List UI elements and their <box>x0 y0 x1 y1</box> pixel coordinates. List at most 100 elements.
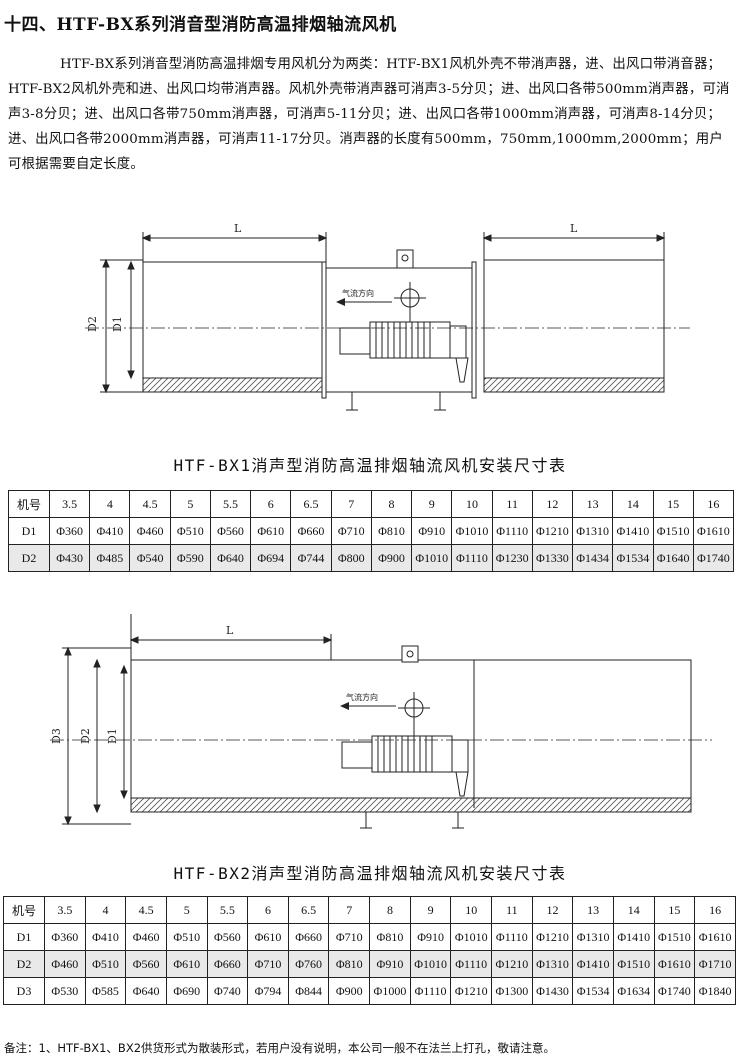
table-cell: Φ900 <box>370 544 413 572</box>
header-cell: 5 <box>165 896 208 924</box>
table-cell: Φ1210 <box>531 923 574 951</box>
intro-paragraph: HTF-BX系列消音型消防高温排烟专用风机分为两类：HTF-BX1风机外壳不带消… <box>8 57 730 172</box>
table-cell: Φ710 <box>328 923 371 951</box>
header-cell: 14 <box>612 490 654 518</box>
table-cell: Φ810 <box>328 950 371 978</box>
table-cell: Φ1534 <box>572 977 614 1005</box>
table-cell: Φ485 <box>89 544 131 572</box>
table-cell: Φ810 <box>369 923 411 951</box>
header-cell: 11 <box>491 490 533 518</box>
header-cell: 10 <box>451 490 493 518</box>
table-cell: Φ694 <box>250 544 292 572</box>
header-cell: 7 <box>330 490 372 518</box>
row-label-cell: D1 <box>3 923 45 951</box>
table-cell: Φ794 <box>247 977 289 1005</box>
table-cell: Φ1310 <box>572 517 614 545</box>
row-label-cell: D3 <box>3 977 45 1005</box>
table-cell: Φ510 <box>84 950 127 978</box>
bx1-drawing: 气流方向 L L D2 D1 <box>85 222 690 411</box>
table-cell: Φ585 <box>84 977 127 1005</box>
header-cell: 13 <box>572 896 614 924</box>
table-cell: Φ1110 <box>491 923 533 951</box>
header-cell: 15 <box>653 896 696 924</box>
bx1-dim-l-left: L <box>234 222 242 235</box>
table-cell: Φ560 <box>125 950 167 978</box>
table-cell: Φ1610 <box>692 517 735 545</box>
table-cell: Φ1510 <box>612 950 655 978</box>
table-cell: Φ660 <box>206 950 249 978</box>
table-cell: Φ1210 <box>491 950 533 978</box>
table-cell: Φ910 <box>411 517 453 545</box>
table-cell: Φ1300 <box>491 977 533 1005</box>
table-cell: Φ1210 <box>531 517 574 545</box>
table1-caption: HTF-BX1消声型消防高温排烟轴流风机安装尺寸表 <box>173 456 567 475</box>
table-cell: Φ760 <box>287 950 330 978</box>
table-cell: Φ1510 <box>652 517 694 545</box>
table-cell: Φ1634 <box>612 977 655 1005</box>
table-cell: Φ1330 <box>531 544 574 572</box>
table-cell: Φ410 <box>89 517 131 545</box>
header-cell: 5 <box>169 490 211 518</box>
table-cell: Φ510 <box>169 517 211 545</box>
bx1-dim-l-right: L <box>570 222 578 235</box>
table-cell: Φ540 <box>129 544 171 572</box>
table-cell: Φ1710 <box>694 950 736 978</box>
table-cell: Φ530 <box>44 977 86 1005</box>
header-cell: 11 <box>491 896 533 924</box>
row-label-cell: D2 <box>8 544 50 572</box>
header-cell: 4.5 <box>129 490 171 518</box>
table-cell: Φ1430 <box>531 977 574 1005</box>
table-cell: Φ1310 <box>531 950 574 978</box>
table-cell: Φ460 <box>125 923 167 951</box>
table-cell: Φ1410 <box>612 517 654 545</box>
table-cell: Φ1010 <box>411 544 453 572</box>
header-cell: 8 <box>370 490 413 518</box>
table-cell: Φ660 <box>287 923 330 951</box>
table-cell: Φ1010 <box>409 950 452 978</box>
header-cell: 9 <box>411 490 453 518</box>
bx2-dim-d3: D3 <box>50 728 63 744</box>
table-cell: Φ1410 <box>612 923 655 951</box>
table-cell: Φ640 <box>209 544 252 572</box>
table-cell: Φ1740 <box>653 977 696 1005</box>
row-label-cell: D2 <box>3 950 45 978</box>
table-cell: Φ460 <box>44 950 86 978</box>
header-cell: 9 <box>409 896 452 924</box>
header-cell: 4 <box>89 490 131 518</box>
table-cell: Φ1010 <box>450 923 493 951</box>
header-cell: 机号 <box>3 896 45 924</box>
header-cell: 12 <box>531 490 574 518</box>
header-cell: 5.5 <box>209 490 252 518</box>
bx2-drawing: 气流方向 L D3 D2 D1 <box>50 614 712 829</box>
table-cell: Φ910 <box>409 923 452 951</box>
header-cell: 15 <box>652 490 694 518</box>
table-cell: Φ660 <box>290 517 332 545</box>
table-cell: Φ560 <box>206 923 249 951</box>
bx2-dim-d2: D2 <box>79 728 92 744</box>
table-cell: Φ900 <box>328 977 371 1005</box>
table-cell: Φ460 <box>129 517 171 545</box>
table-cell: Φ610 <box>165 950 208 978</box>
header-cell: 16 <box>692 490 735 518</box>
bx2-airflow-label: 气流方向 <box>346 692 378 702</box>
table-cell: Φ610 <box>250 517 292 545</box>
bx1-dim-d1: D1 <box>111 316 124 332</box>
table-cell: Φ710 <box>247 950 289 978</box>
table-cell: Φ1110 <box>451 544 493 572</box>
table-cell: Φ744 <box>290 544 332 572</box>
table-cell: Φ640 <box>125 977 167 1005</box>
table-cell: Φ590 <box>169 544 211 572</box>
bx1-airflow-label: 气流方向 <box>342 288 374 298</box>
table-cell: Φ1310 <box>572 923 614 951</box>
bx1-dim-d2: D2 <box>86 316 99 332</box>
table-cell: Φ1610 <box>653 950 696 978</box>
table-cell: Φ910 <box>369 950 411 978</box>
table-cell: Φ1000 <box>369 977 411 1005</box>
table-cell: Φ510 <box>165 923 208 951</box>
